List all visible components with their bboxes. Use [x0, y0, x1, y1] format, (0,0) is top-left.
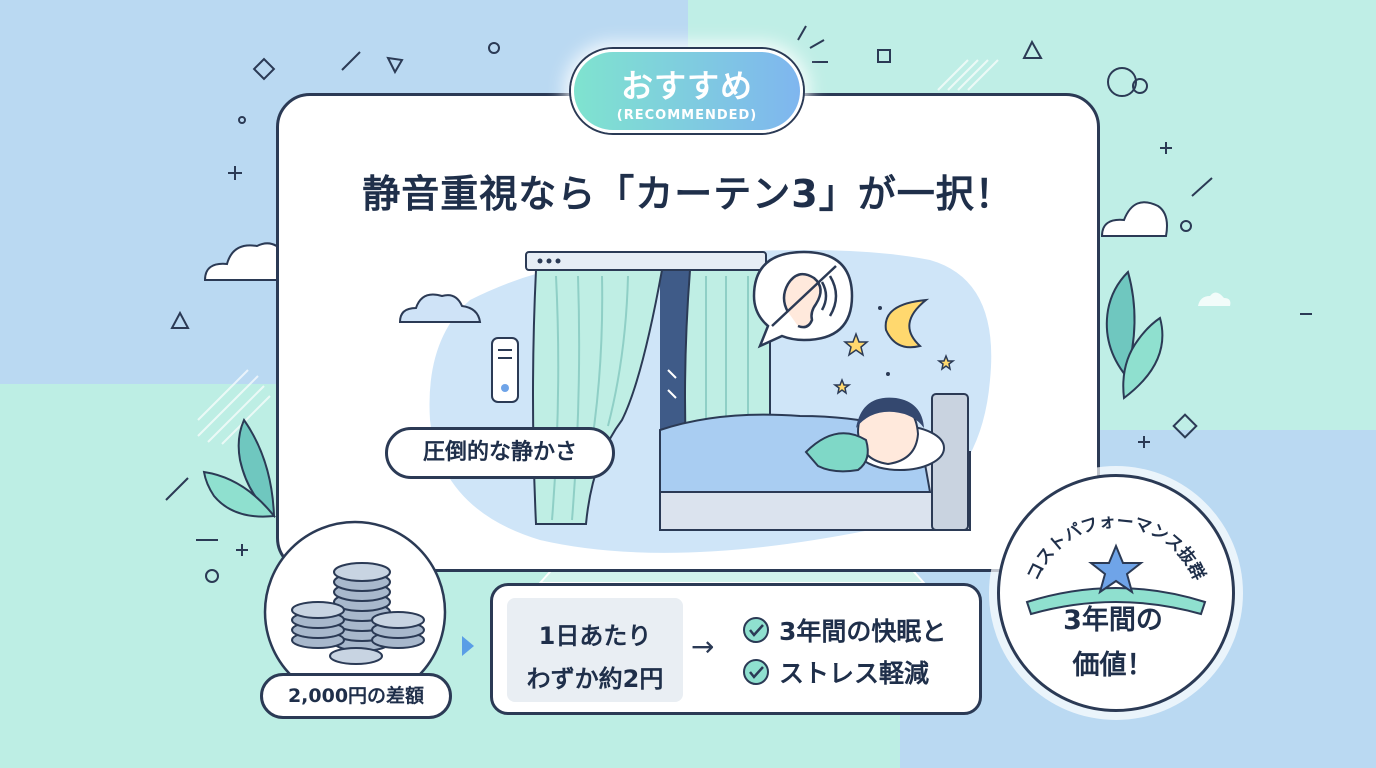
wall-sensor-icon [491, 337, 519, 403]
pointer-triangle-icon [462, 636, 474, 656]
cloud-icon [1100, 201, 1168, 237]
headline: 静音重視なら「カーテン3」が一択！ [362, 172, 1014, 216]
arrow-right-icon: → [691, 630, 715, 663]
recommended-badge: おすすめ (RECOMMENDED) [571, 49, 803, 133]
star-icon [832, 331, 956, 395]
moon-icon [884, 298, 930, 349]
benefit-row: ストレス軽減 [741, 654, 929, 690]
ear-crossed-icon [771, 265, 838, 329]
cloud-icon [1198, 292, 1231, 306]
value-badge-graphics: コストパフォーマンス抜群 [1023, 512, 1209, 616]
benefit-row: 3年間の快眠と [741, 612, 946, 648]
quietness-speech-bubble: 圧倒的な静かさ [385, 427, 615, 479]
benefit-text: ストレス軽減 [779, 659, 930, 688]
leaf-icon [202, 417, 276, 519]
check-icon [743, 659, 769, 685]
value-line1: 3年間の [1063, 605, 1163, 636]
value-badge-text: 3年間の 価値！ [1041, 596, 1185, 692]
diamond-icon [252, 57, 276, 81]
per-day-line1: 1日あたり [538, 622, 652, 650]
info-card: 1日あたり わずか約2円 → 3年間の快眠と ストレス軽減 [490, 583, 982, 715]
square-icon [877, 49, 891, 63]
price-difference-label: 2,000円の差額 [260, 673, 452, 719]
triangle-icon [1022, 39, 1043, 59]
diamond-icon [1172, 413, 1198, 439]
badge-title: おすすめ [620, 67, 753, 105]
ring-icon [488, 42, 500, 54]
star-icon [1088, 543, 1144, 595]
cloud-icon [398, 293, 482, 323]
triangle-icon [170, 310, 190, 329]
benefit-text: 3年間の快眠と [779, 617, 947, 646]
value-line2: 価値！ [1072, 650, 1154, 681]
badge-subtitle: (RECOMMENDED) [616, 108, 758, 123]
leaf-icon [1105, 270, 1164, 400]
check-icon [743, 617, 769, 643]
triangle-icon [386, 56, 404, 75]
per-day-line2: わずか約2円 [526, 665, 664, 693]
per-day-cost-box: 1日あたり わずか約2円 [507, 598, 683, 702]
coin-stack-icon [291, 562, 425, 665]
circle-icon [1107, 67, 1137, 97]
